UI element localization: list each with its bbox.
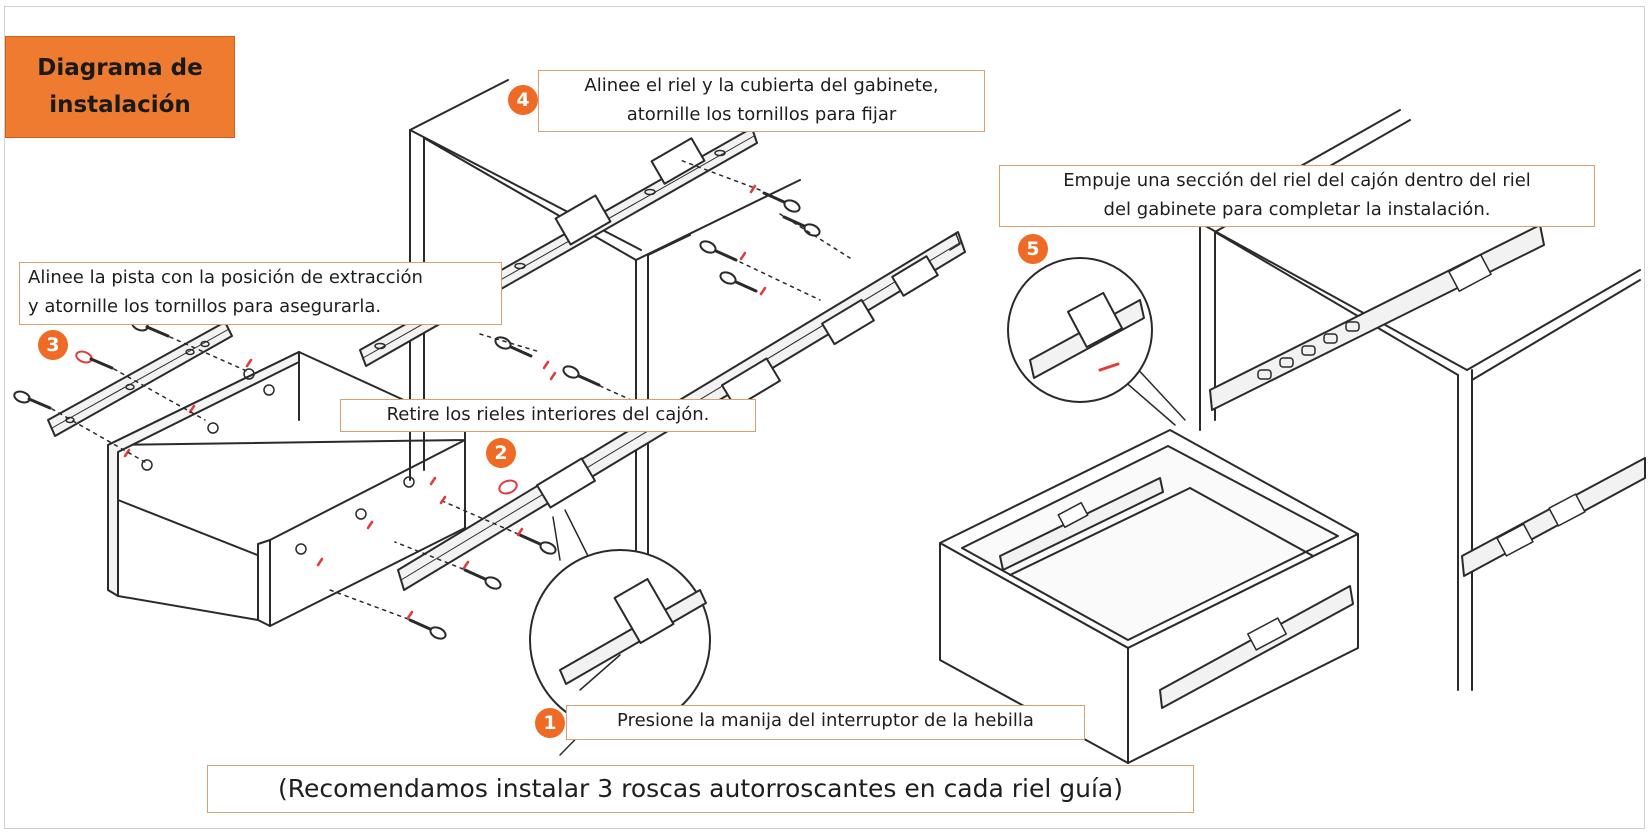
drawer-slide-rail-icon bbox=[359, 127, 758, 367]
recommendation-note: (Recomendamos instalar 3 roscas autorros… bbox=[207, 765, 1194, 813]
step-5-marker: 5 bbox=[1018, 234, 1048, 264]
step-2-marker: 2 bbox=[486, 438, 516, 468]
drawer-box-right bbox=[939, 429, 1359, 764]
step-1-marker: 1 bbox=[535, 708, 565, 738]
diagram-title-text: Diagrama de instalación bbox=[37, 55, 203, 118]
step-3-marker: 3 bbox=[38, 330, 68, 360]
magnifier-callout bbox=[529, 509, 711, 756]
step-3-instruction: Alinee la pista con la posición de extra… bbox=[19, 262, 502, 325]
step-4-marker: 4 bbox=[508, 85, 538, 115]
step-5-instruction: Empuje una sección del riel del cajón de… bbox=[999, 165, 1595, 227]
screw-icon bbox=[329, 479, 557, 640]
step-4-instruction: Alinee el riel y la cubierta del gabinet… bbox=[538, 70, 985, 132]
step-2-instruction: Retire los rieles interiores del cajón. bbox=[340, 399, 756, 432]
step-1-instruction: Presione la manija del interruptor de la… bbox=[566, 705, 1085, 740]
screw-icon bbox=[479, 159, 851, 405]
drawer-slide-rail-icon bbox=[1461, 457, 1646, 577]
drawer-slide-rail-icon bbox=[47, 321, 233, 437]
image-frame bbox=[4, 6, 1645, 829]
diagram-title: Diagrama de instalación bbox=[5, 36, 235, 138]
magnifier-callout bbox=[1007, 257, 1186, 426]
drawer-slide-rail-icon bbox=[1209, 224, 1545, 411]
